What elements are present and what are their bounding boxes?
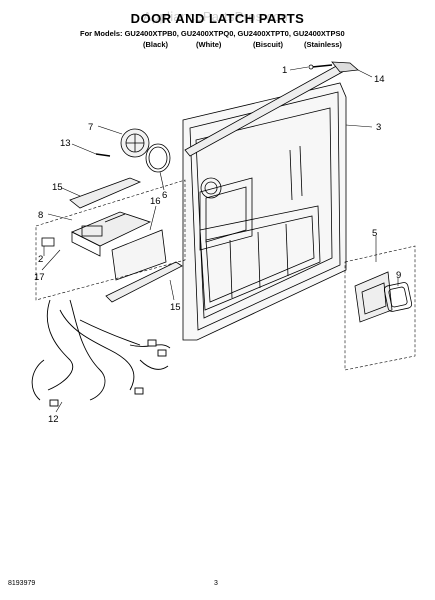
latch-cover-upper <box>69 177 142 209</box>
dispenser-gasket <box>383 282 413 312</box>
callout-17: 17 <box>34 272 45 283</box>
callout-6: 6 <box>162 190 167 201</box>
wiring-harness <box>31 299 171 407</box>
watermark: AppliancePartsPros.com <box>143 9 292 24</box>
detergent-dispenser <box>354 271 393 323</box>
callout-1: 1 <box>282 65 287 76</box>
callout-16: 16 <box>150 196 161 207</box>
vent-cover <box>120 128 150 158</box>
latch-cover-lower <box>105 261 183 303</box>
color-label-biscuit: (Biscuit) <box>253 40 283 49</box>
callout-15-upper: 15 <box>52 182 63 193</box>
callout-5: 5 <box>372 228 377 239</box>
document-number: 8193979 <box>8 580 36 587</box>
color-label-white: (White) <box>196 40 222 49</box>
models-line: For Models: GU2400XTPB0, GU2400XTPQ0, GU… <box>80 29 345 38</box>
color-label-stainless: (Stainless) <box>304 40 342 49</box>
callout-2: 2 <box>38 254 43 265</box>
callout-13: 13 <box>60 138 71 149</box>
callout-12: 12 <box>48 414 59 425</box>
door-top-strip <box>184 61 359 157</box>
callout-3: 3 <box>376 122 381 133</box>
latch-panel <box>111 229 167 281</box>
door-switch <box>41 237 55 247</box>
color-label-black: (Black) <box>143 40 169 49</box>
screw <box>308 64 333 70</box>
vent-gasket <box>145 143 171 173</box>
callout-14: 14 <box>374 74 385 85</box>
assembly-dashed-outline <box>35 179 416 371</box>
callout-9: 9 <box>396 270 401 281</box>
diagram-title: DOOR AND LATCH PARTS <box>130 11 305 26</box>
page-number: 3 <box>214 580 218 587</box>
callout-labels: 1 14 3 7 13 6 15 16 8 2 17 15 5 9 12 <box>34 65 401 425</box>
latch-assembly <box>71 211 152 257</box>
inner-door-panel <box>182 82 347 341</box>
vent-screw <box>95 153 111 157</box>
callout-8: 8 <box>38 210 43 221</box>
leader-lines <box>41 66 399 413</box>
callout-15-lower: 15 <box>170 302 181 313</box>
callout-7: 7 <box>88 122 93 133</box>
